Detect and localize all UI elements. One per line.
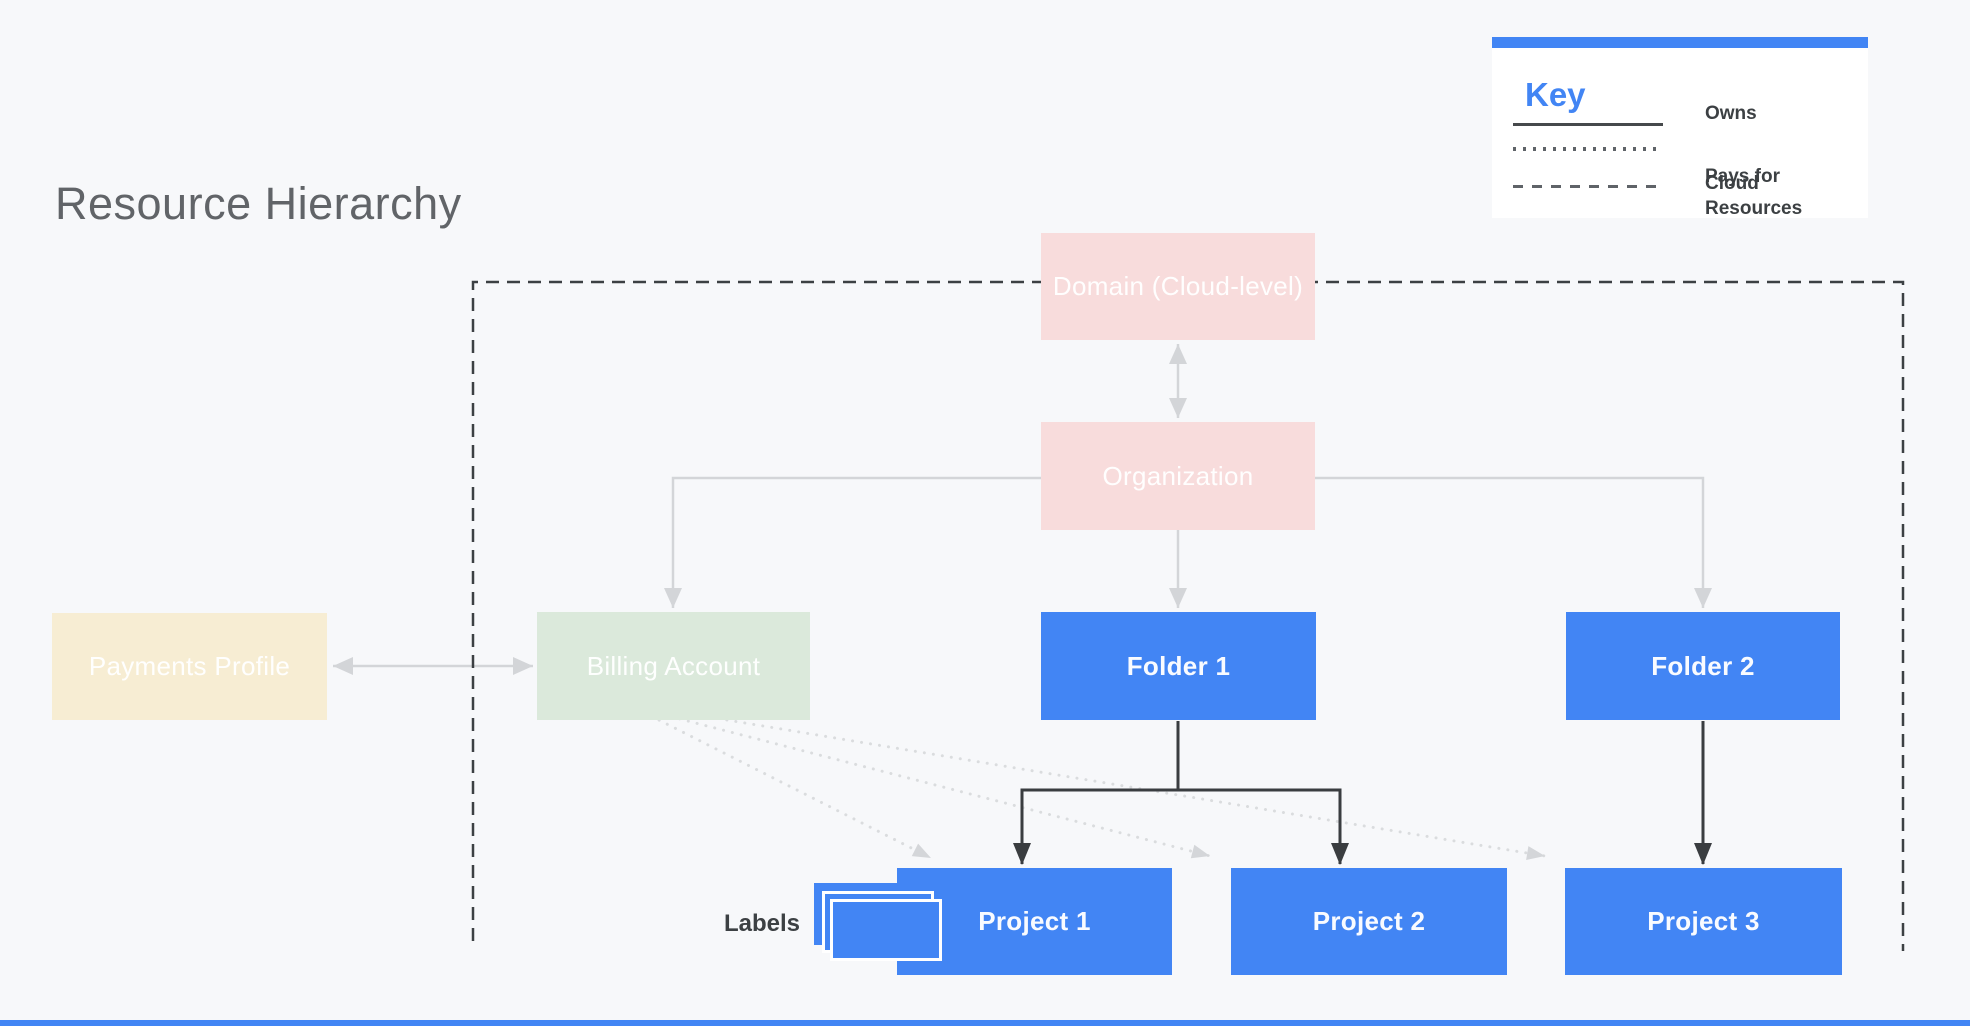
node-project-2: Project 2: [1231, 868, 1507, 975]
node-project-1: Project 1: [897, 868, 1172, 975]
legend-dotted-line-sample: [1513, 147, 1663, 151]
legend-dashed-line-sample: [1513, 185, 1663, 188]
node-payments-profile: Payments Profile: [52, 613, 327, 720]
bottom-accent-bar: [0, 1020, 1970, 1026]
legend-label-pays-for: Pays for: [1705, 166, 1780, 187]
folder-project-connectors: [1013, 721, 1712, 865]
owns-connectors: [333, 344, 1712, 675]
paysfor-connectors: [649, 706, 1547, 860]
node-domain: Domain (Cloud-level): [1041, 233, 1315, 340]
legend-heading: Key: [1525, 76, 1586, 113]
arrow-organization-folder2: [1315, 476, 1712, 608]
arrow-billing-project2: [651, 710, 1212, 859]
label-card-front: [830, 899, 942, 961]
node-organization: Organization: [1041, 422, 1315, 530]
legend-panel: Key Owns Pays for Cloud Resources: [1492, 37, 1868, 219]
arrow-billing-project3: [653, 706, 1547, 860]
legend-accent-bar: [1492, 37, 1868, 48]
arrow-organization-billing: [664, 476, 1041, 608]
labels-caption: Labels: [723, 910, 800, 937]
page-title: Resource Hierarchy: [55, 178, 462, 229]
node-folder-1: Folder 1: [1041, 612, 1316, 720]
folder1-branch-line: [1020, 721, 1342, 792]
legend-label-owns: Owns: [1705, 103, 1757, 124]
node-folder-2: Folder 2: [1566, 612, 1840, 720]
arrow-billing-project1: [649, 714, 933, 860]
node-billing-account: Billing Account: [537, 612, 810, 720]
labels-stack-icon: [814, 883, 944, 963]
node-project-3: Project 3: [1565, 868, 1842, 975]
legend-label-cloud-resources: Cloud Resources: [1705, 173, 1803, 219]
legend-solid-line-sample: [1513, 123, 1663, 126]
